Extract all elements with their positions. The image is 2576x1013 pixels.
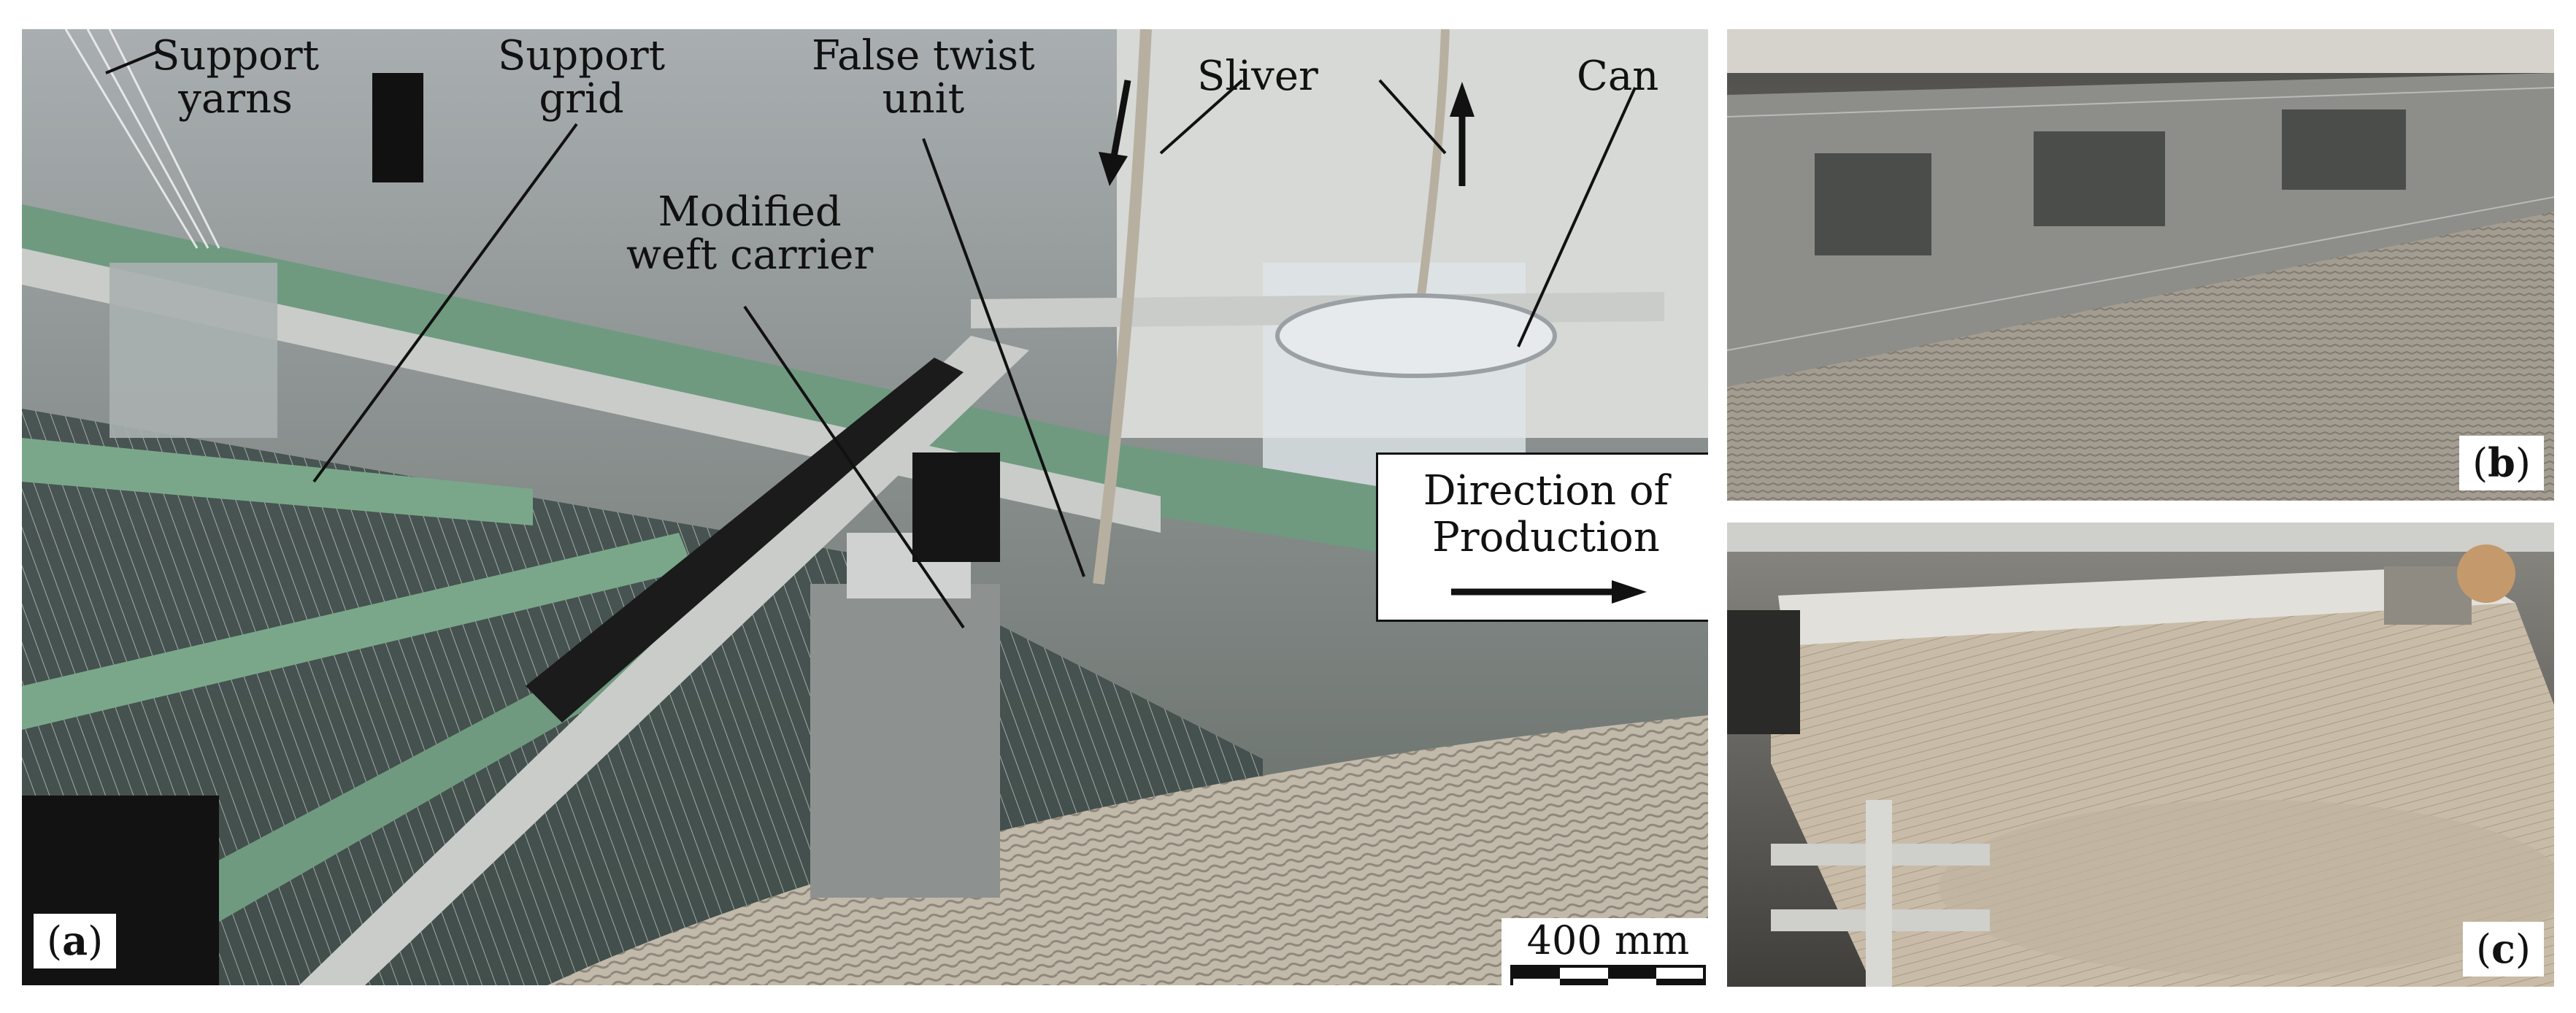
direction-of-production-box: Direction of Production <box>1376 452 1708 622</box>
photo-panel-b: (b) <box>1727 29 2554 501</box>
label-false-twist-unit: False twist unit <box>812 32 1035 123</box>
machine-detail-photo <box>1727 29 2554 501</box>
panel-label-c: (c) <box>2462 922 2544 977</box>
scale-bar-graphic <box>1510 965 1706 985</box>
scale-bar: 400 mm <box>1502 918 1708 985</box>
arrow-right-icon <box>1451 580 1647 604</box>
label-sliver: Sliver <box>1197 53 1318 100</box>
label-support-yarns: Support yarns <box>152 32 320 123</box>
label-support-grid: Support grid <box>498 32 666 123</box>
photo-panel-c: (c) <box>1727 523 2554 987</box>
direction-of-production-label: Direction of Production <box>1423 467 1669 562</box>
panel-label-b: (b) <box>2459 436 2544 490</box>
label-can: Can <box>1577 53 1659 100</box>
photo-panel-a: Support yarns Support grid False twist u… <box>22 29 1708 985</box>
scale-bar-label: 400 mm <box>1526 917 1690 963</box>
label-modified-weft-carrier: Modified weft carrier <box>626 188 874 279</box>
fabric-roll-photo <box>1727 523 2554 987</box>
panel-label-a: (a) <box>34 914 117 968</box>
